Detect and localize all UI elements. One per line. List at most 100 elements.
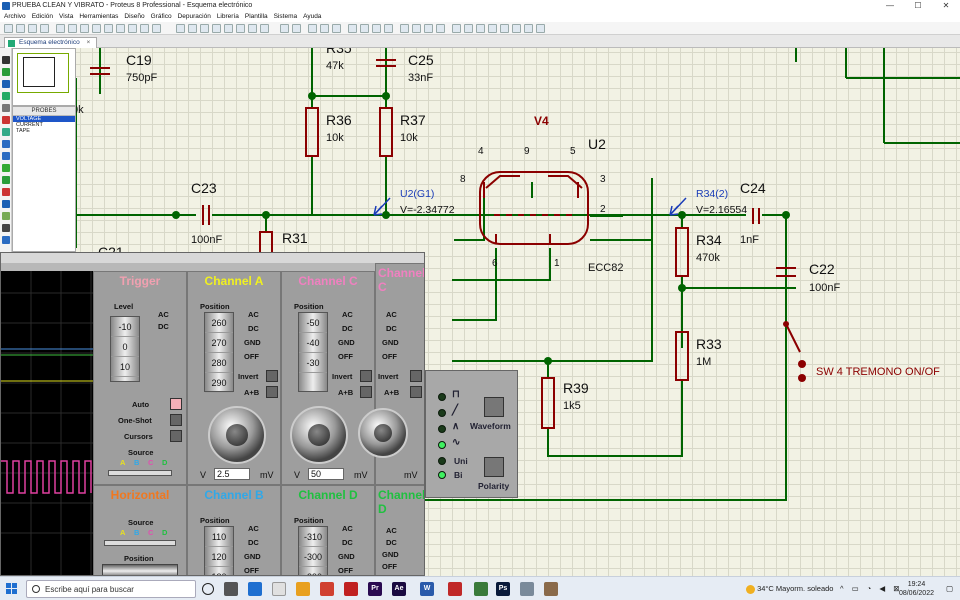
weather-widget[interactable]: 34°C Mayorm. soleado <box>746 577 833 600</box>
acrobat-icon[interactable] <box>344 582 358 596</box>
decompose-icon[interactable] <box>436 24 445 33</box>
property-assignment-icon[interactable] <box>476 24 485 33</box>
channel-d-position-wheel[interactable]: -310 -300 -290 <box>298 526 328 575</box>
grid-toggle-icon[interactable] <box>188 24 197 33</box>
channel-b-off[interactable]: OFF <box>244 566 259 575</box>
netlist-icon[interactable] <box>524 24 533 33</box>
channel-c2-gnd[interactable]: GND <box>382 338 399 347</box>
channel-b-gnd[interactable]: GND <box>244 552 261 561</box>
waveform-button[interactable] <box>484 397 504 417</box>
menu-diseno[interactable]: Diseño <box>124 13 145 20</box>
tape-recorder-icon[interactable] <box>2 176 10 184</box>
home-icon[interactable] <box>56 24 65 33</box>
wire-autorouter-icon[interactable] <box>452 24 461 33</box>
channel-d2-off[interactable]: OFF <box>382 562 397 571</box>
menu-grafico[interactable]: Gráfico <box>150 13 172 20</box>
zoom-in-icon[interactable] <box>224 24 233 33</box>
box-tool-icon[interactable] <box>2 236 10 244</box>
gerber-icon[interactable] <box>104 24 113 33</box>
windows-start-icon[interactable] <box>6 583 18 595</box>
paste-icon[interactable] <box>332 24 341 33</box>
zoom-all-icon[interactable] <box>248 24 257 33</box>
oscilloscope-window[interactable]: Trigger Level -10 0 10 AC DC Auto One-Sh… <box>0 252 425 576</box>
taskbar-search-box[interactable]: Escribe aquí para buscar <box>26 580 196 598</box>
make-device-icon[interactable] <box>412 24 421 33</box>
notifications-icon[interactable]: ▢ <box>946 584 954 593</box>
buses-icon[interactable] <box>2 116 10 124</box>
zoom-out-icon[interactable] <box>236 24 245 33</box>
channel-c-volts-knob[interactable] <box>290 406 348 464</box>
menu-plantilla[interactable]: Plantilla <box>244 13 268 20</box>
horizontal-source-b[interactable]: B <box>134 528 140 537</box>
minimize-button[interactable]: — <box>886 1 894 10</box>
channel-a-volts-field[interactable]: 2.5 <box>214 468 250 480</box>
channel-d-ac[interactable]: AC <box>342 524 353 533</box>
probe-u2g1-name[interactable]: U2(G1) <box>400 188 435 200</box>
junction-dot-icon[interactable] <box>2 80 10 88</box>
generator-mode-icon[interactable] <box>2 188 10 196</box>
tab-close-icon[interactable]: × <box>86 39 91 46</box>
tab-esquema-electronico[interactable]: Esquema electrónico × <box>4 37 98 48</box>
channel-c2-off[interactable]: OFF <box>382 352 397 361</box>
graph-mode-icon[interactable] <box>2 164 10 172</box>
channel-c-invert-button[interactable] <box>360 370 372 382</box>
wire-label-icon[interactable] <box>2 92 10 100</box>
channel-c2-ac[interactable]: AC <box>386 310 397 319</box>
design-explorer-icon[interactable] <box>116 24 125 33</box>
chrome-icon[interactable] <box>320 582 334 596</box>
remove-sheet-icon[interactable] <box>500 24 509 33</box>
after-effects-icon[interactable]: Ae <box>392 582 406 596</box>
menu-archivo[interactable]: Archivo <box>4 13 26 20</box>
menu-edicion[interactable]: Edición <box>31 13 54 20</box>
bill-of-materials-icon[interactable] <box>128 24 137 33</box>
probe-item-current[interactable]: CURRENT <box>16 122 43 128</box>
isis-taskbar-icon[interactable] <box>544 582 558 596</box>
overview-window[interactable] <box>12 48 76 106</box>
proteus-taskbar-icon[interactable] <box>520 582 534 596</box>
zoom-area-icon[interactable] <box>260 24 269 33</box>
menu-ayuda[interactable]: Ayuda <box>303 13 322 20</box>
oscilloscope-title-strip[interactable] <box>1 253 424 263</box>
schematic-icon[interactable] <box>68 24 77 33</box>
polarity-button[interactable] <box>484 457 504 477</box>
trigger-source-c[interactable]: C <box>148 458 154 467</box>
channel-b-ac[interactable]: AC <box>248 524 259 533</box>
menu-depuracion[interactable]: Depuración <box>177 13 211 20</box>
search-tag-icon[interactable] <box>464 24 473 33</box>
menu-sistema[interactable]: Sistema <box>273 13 298 20</box>
trigger-source-d[interactable]: D <box>162 458 168 467</box>
package-tool-icon[interactable] <box>424 24 433 33</box>
channel-a-off[interactable]: OFF <box>244 352 259 361</box>
3d-view-icon[interactable] <box>92 24 101 33</box>
trigger-source-a[interactable]: A <box>120 458 126 467</box>
selection-mode-icon[interactable] <box>2 56 10 64</box>
channel-b-dc[interactable]: DC <box>248 538 259 547</box>
overview-viewport-frame[interactable] <box>17 53 69 93</box>
premiere-icon[interactable]: Pr <box>368 582 382 596</box>
refresh-icon[interactable] <box>176 24 185 33</box>
channel-c2-dc[interactable]: DC <box>386 324 397 333</box>
close-button[interactable]: ✕ <box>942 1 950 10</box>
electrical-check-icon[interactable] <box>536 24 545 33</box>
block-rotate-icon[interactable] <box>372 24 381 33</box>
channel-a-volts-knob[interactable] <box>208 406 266 464</box>
ccleaner-icon[interactable] <box>272 582 286 596</box>
file-explorer-icon[interactable] <box>296 582 310 596</box>
cursors-button[interactable] <box>170 430 182 442</box>
channel-a-position-wheel[interactable]: 260 270 280 290 <box>204 312 234 393</box>
trigger-level-wheel[interactable]: -10 0 10 <box>110 316 140 382</box>
channel-c-off[interactable]: OFF <box>338 352 353 361</box>
horizontal-position-wheel[interactable] <box>102 564 178 575</box>
channel-a-dc[interactable]: DC <box>248 324 259 333</box>
component-mode-icon[interactable] <box>2 68 10 76</box>
channel-c-ac[interactable]: AC <box>342 310 353 319</box>
channel-d-dc[interactable]: DC <box>342 538 353 547</box>
cut-icon[interactable] <box>308 24 317 33</box>
new-file-icon[interactable] <box>4 24 13 33</box>
menu-libreria[interactable]: Librería <box>216 13 239 20</box>
channel-b-position-wheel[interactable]: 110 120 130 <box>204 526 234 575</box>
media-app-icon[interactable] <box>448 582 462 596</box>
taskbar-clock[interactable]: 19:24 08/06/2022 <box>899 580 934 598</box>
oneshot-button[interactable] <box>170 414 182 426</box>
channel-c2-aplusb-button[interactable] <box>410 386 422 398</box>
